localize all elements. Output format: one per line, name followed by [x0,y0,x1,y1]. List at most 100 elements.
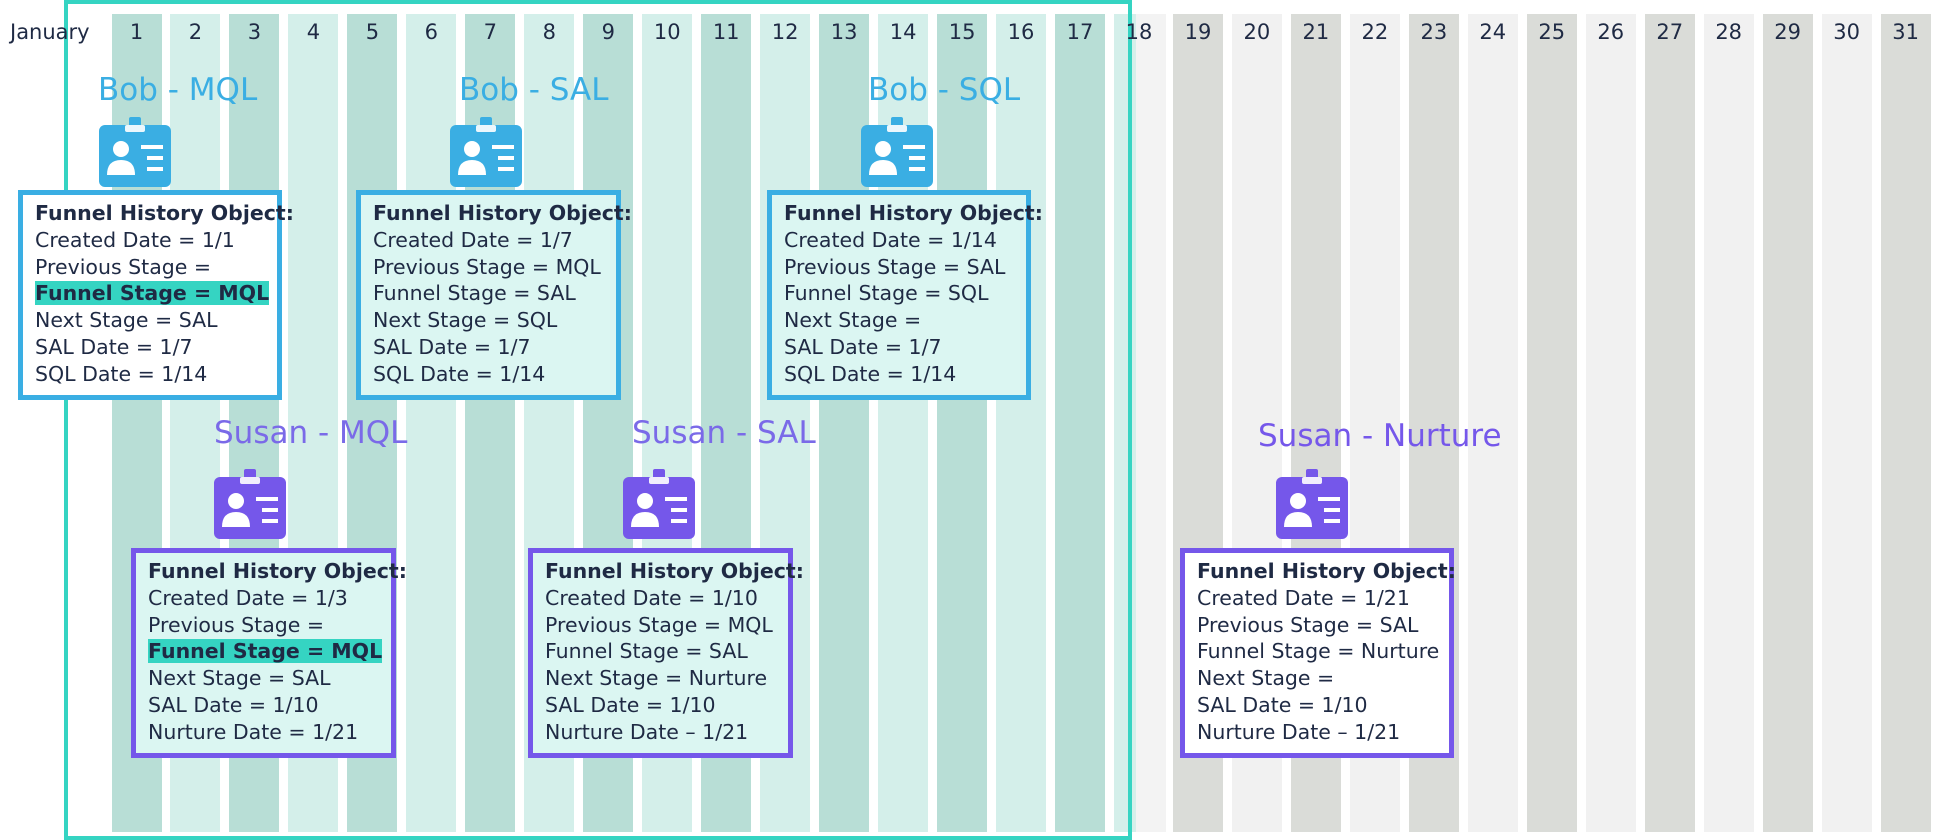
card-field: Funnel Stage = SQL [784,281,989,306]
day-label: 3 [247,20,262,44]
susan-sal-card: Funnel History Object:Created Date = 1/1… [528,548,804,758]
card-field: Funnel Stage = MQL [35,280,277,307]
day-column-27 [1644,14,1695,832]
card-field: Next Stage = SQL [373,308,558,333]
card-field: SAL Date = 1/7 [373,334,531,359]
susan-sal-label: Susan - SAL [632,415,816,451]
card-field: Created Date = 1/21 [1197,585,1410,610]
susan-nurture-label: Susan - Nurture [1258,418,1502,454]
card-field: Funnel Stage = MQL [148,638,391,665]
card-header: Funnel History Object: [1197,559,1456,583]
day-label: 17 [1066,20,1094,44]
card-header: Funnel History Object: [35,201,294,225]
day-label: 25 [1538,20,1566,44]
bob-sal-label: Bob - SAL [459,72,609,108]
day-label: 28 [1715,20,1743,44]
day-column-29 [1762,14,1813,832]
card-header: Funnel History Object: [373,201,632,225]
card-field: SAL Date = 1/10 [1197,692,1368,717]
day-label: 13 [830,20,858,44]
card-field: SAL Date = 1/7 [35,334,193,359]
id-badge-icon [1276,469,1348,539]
day-column-31 [1880,14,1931,832]
day-label: 9 [601,20,615,44]
bob-mql-label: Bob - MQL [98,72,258,108]
card-field: Previous Stage = MQL [545,612,773,637]
day-column-15 [937,14,988,832]
day-label: 18 [1125,20,1153,44]
card-field: Nurture Date – 1/21 [1197,719,1401,744]
card-field: SAL Date = 1/7 [784,334,942,359]
day-label: 2 [188,20,203,44]
card-field: Created Date = 1/7 [373,227,573,252]
id-badge-icon [214,469,286,539]
highlighted-field: Funnel Stage = MQL [35,281,270,306]
card-field: SAL Date = 1/10 [148,692,319,717]
id-badge-icon [99,117,171,187]
day-column-26 [1585,14,1636,832]
card-header: Funnel History Object: [545,559,804,583]
card-field: Next Stage = [1197,666,1335,691]
card-field: Created Date = 1/10 [545,585,758,610]
card-field: Next Stage = SAL [35,308,218,333]
day-label: 6 [424,20,439,44]
card-field: Created Date = 1/1 [35,227,235,252]
card-field: Funnel Stage = Nurture [1197,639,1440,664]
day-label: 26 [1597,20,1625,44]
day-label: 19 [1184,20,1212,44]
day-label: 15 [948,20,976,44]
day-column-6 [406,14,457,832]
day-column-16 [996,14,1047,832]
day-column-24 [1467,14,1518,832]
card-field: Funnel Stage = SAL [545,639,748,664]
day-label: 5 [365,20,380,44]
month-label: January [10,20,90,44]
id-badge-icon [861,117,933,187]
card-field: SQL Date = 1/14 [373,361,546,386]
card-field: Created Date = 1/3 [148,585,348,610]
susan-nurture-card: Funnel History Object:Created Date = 1/2… [1180,548,1456,758]
card-field: SQL Date = 1/14 [784,361,957,386]
day-column-25 [1526,14,1577,832]
susan-mql-label: Susan - MQL [214,415,408,451]
card-field: Previous Stage = SAL [1197,612,1419,637]
day-column-17 [1055,14,1106,832]
card-field: Funnel Stage = SAL [373,281,576,306]
card-field: Previous Stage = [35,254,212,279]
day-label: 10 [653,20,681,44]
day-label: 12 [771,20,799,44]
card-field: Previous Stage = MQL [373,254,601,279]
current-period-highlight [64,0,1132,840]
day-label: 22 [1361,20,1389,44]
day-label: 21 [1302,20,1330,44]
card-field: Nurture Date – 1/21 [545,719,749,744]
card-field: Next Stage = Nurture [545,666,768,691]
card-field: Previous Stage = [148,612,325,637]
day-label: 24 [1479,20,1507,44]
day-label: 7 [483,20,497,44]
card-field: Next Stage = SAL [148,666,331,691]
card-header: Funnel History Object: [784,201,1043,225]
susan-mql-card: Funnel History Object:Created Date = 1/3… [131,548,407,758]
day-column-13 [819,14,870,832]
day-label: 4 [306,20,321,44]
day-label: 14 [889,20,917,44]
card-field: Previous Stage = SAL [784,254,1006,279]
day-label: 8 [542,20,556,44]
card-field: Created Date = 1/14 [784,227,997,252]
day-label: 11 [712,20,740,44]
day-label: 23 [1420,20,1448,44]
card-field: Nurture Date = 1/21 [148,719,359,744]
period-boundary [1136,14,1166,832]
day-label: 27 [1656,20,1684,44]
day-label: 30 [1833,20,1860,44]
card-field: SAL Date = 1/10 [545,692,716,717]
day-label: 31 [1892,20,1919,44]
card-field: SQL Date = 1/14 [35,361,208,386]
bob-sql-card: Funnel History Object:Created Date = 1/1… [767,190,1043,400]
day-label: 29 [1774,20,1802,44]
card-field: Next Stage = [784,308,922,333]
bob-mql-card: Funnel History Object:Created Date = 1/1… [18,190,294,400]
id-badge-icon [450,117,522,187]
